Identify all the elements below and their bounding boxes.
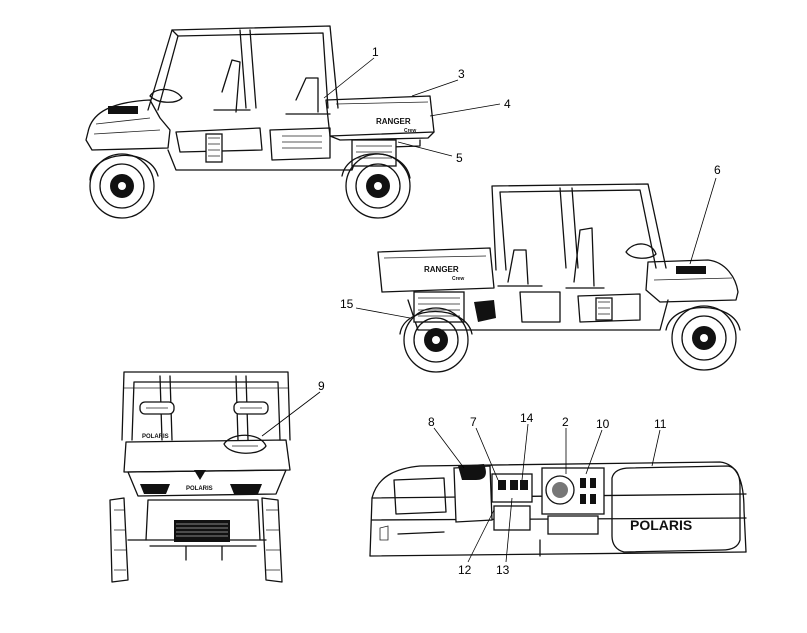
crew-decal-right: Crew bbox=[452, 276, 464, 282]
leader-12 bbox=[467, 509, 495, 563]
callout-9: 9 bbox=[318, 379, 325, 393]
leader-8 bbox=[433, 427, 465, 469]
callout-3: 3 bbox=[458, 67, 465, 81]
ranger-decal-left: RANGER bbox=[376, 117, 411, 126]
leader-1 bbox=[323, 57, 375, 99]
crew-decal-left: Crew bbox=[404, 128, 416, 134]
callout-8: 8 bbox=[428, 415, 435, 429]
callout-2: 2 bbox=[562, 415, 569, 429]
leader-15 bbox=[355, 307, 411, 319]
leader-5 bbox=[397, 141, 453, 157]
leader-14 bbox=[521, 423, 529, 481]
callout-numbers: 1 2 3 4 5 6 7 8 9 10 11 12 13 14 15 bbox=[318, 45, 721, 577]
callout-15: 15 bbox=[340, 297, 354, 311]
callout-5: 5 bbox=[456, 151, 463, 165]
callout-12: 12 bbox=[458, 563, 472, 577]
leader-7 bbox=[475, 427, 499, 481]
dash-view: POLARIS bbox=[369, 461, 747, 557]
callout-7: 7 bbox=[470, 415, 477, 429]
callout-4: 4 bbox=[504, 97, 511, 111]
leader-3 bbox=[411, 79, 459, 97]
ranger-decal-right: RANGER bbox=[424, 265, 459, 274]
callout-11: 11 bbox=[654, 417, 667, 431]
polaris-hood-decal: POLARIS bbox=[142, 434, 169, 440]
callout-13: 13 bbox=[496, 563, 510, 577]
polaris-grille-decal: POLARIS bbox=[186, 486, 213, 492]
leader-10 bbox=[585, 429, 603, 475]
side-view-left: RANGER Crew bbox=[85, 25, 435, 219]
leader-13 bbox=[505, 497, 513, 563]
leader-4 bbox=[429, 103, 501, 117]
leader-6 bbox=[689, 177, 717, 265]
callout-leaders bbox=[261, 57, 717, 563]
callout-10: 10 bbox=[596, 417, 610, 431]
callout-14: 14 bbox=[520, 411, 534, 425]
front-view: POLARIS POLARIS bbox=[109, 371, 291, 583]
callout-6: 6 bbox=[714, 163, 721, 177]
callout-1: 1 bbox=[372, 45, 379, 59]
leader-11 bbox=[651, 429, 661, 467]
side-view-right: RANGER Crew bbox=[377, 183, 741, 373]
leader-9 bbox=[261, 391, 321, 437]
polaris-dash-decal: POLARIS bbox=[630, 517, 692, 533]
